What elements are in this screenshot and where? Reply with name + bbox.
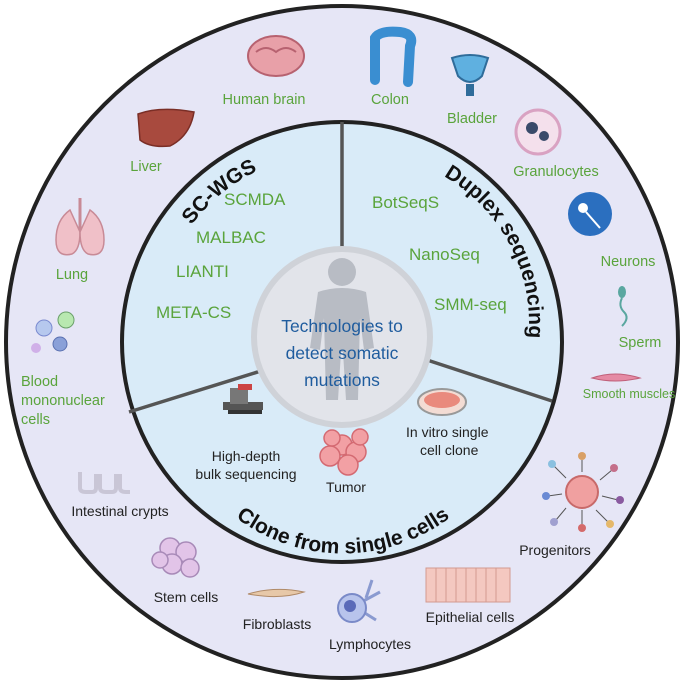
method-botseqs: BotSeqS: [372, 193, 439, 212]
progenitors-icon: [542, 452, 624, 532]
method-scmda: SCMDA: [224, 190, 286, 209]
sequencer-icon: [223, 384, 263, 414]
epithelial-cells-icon: [425, 567, 511, 603]
neuron-icon: [568, 192, 612, 236]
label-progenitors: Progenitors: [519, 542, 591, 558]
tumor-label: Tumor: [326, 479, 366, 495]
label-epithelial-cells: Epithelial cells: [426, 609, 515, 625]
sperm-icon: [618, 286, 628, 327]
method-lianti: LIANTI: [176, 262, 229, 281]
label-stem-cells: Stem cells: [154, 589, 219, 605]
label-bladder: Bladder: [447, 111, 497, 127]
center-title-line3: mutations: [304, 370, 380, 390]
label-granulocytes: Granulocytes: [513, 164, 598, 180]
intestinal-crypts-icon: [78, 472, 130, 494]
label-colon: Colon: [371, 92, 409, 108]
human-silhouette-icon: [310, 258, 374, 400]
label-blood-line2: mononuclear: [21, 393, 105, 409]
label-smooth-muscles: Smooth muscles: [583, 387, 675, 401]
bulk-seq-line1: High-depth: [212, 448, 281, 464]
granulocyte-icon: [514, 108, 562, 156]
label-intestinal-crypts: Intestinal crypts: [71, 503, 168, 519]
label-fibroblasts: Fibroblasts: [243, 616, 311, 632]
smooth-muscle-icon: [590, 373, 642, 382]
colon-icon: [370, 26, 417, 87]
invitro-line2: cell clone: [420, 442, 479, 458]
method-meta-cs: META-CS: [156, 303, 231, 322]
lung-icon: [55, 198, 105, 256]
label-lymphocytes: Lymphocytes: [329, 636, 411, 652]
label-neurons: Neurons: [601, 254, 656, 270]
bulk-seq-line2: bulk sequencing: [195, 466, 296, 482]
liver-icon: [137, 108, 195, 148]
fibroblast-icon: [247, 588, 306, 598]
label-sperm: Sperm: [619, 335, 662, 351]
center-title-line2: detect somatic: [286, 343, 399, 363]
divider-right: [420, 356, 553, 403]
stem-cells-icon: [151, 537, 200, 578]
bladder-icon: [450, 54, 490, 96]
lymphocyte-icon: [337, 579, 381, 623]
method-nanoseq: NanoSeq: [409, 245, 480, 264]
label-lung: Lung: [56, 267, 88, 283]
label-liver: Liver: [130, 159, 162, 175]
center-title-line1: Technologies to: [281, 316, 403, 336]
divider-left: [128, 368, 265, 414]
blood-cells-icon: [31, 311, 75, 353]
label-blood-line3: cells: [21, 412, 50, 428]
label-blood-line1: Blood: [21, 374, 58, 390]
method-malbac: MALBAC: [196, 228, 266, 247]
invitro-line1: In vitro single: [406, 424, 489, 440]
petri-dish-icon: [417, 388, 467, 416]
brain-icon: [247, 35, 305, 77]
method-smm-seq: SMM-seq: [434, 295, 507, 314]
label-human-brain: Human brain: [222, 92, 305, 108]
tumor-icon: [319, 428, 369, 476]
